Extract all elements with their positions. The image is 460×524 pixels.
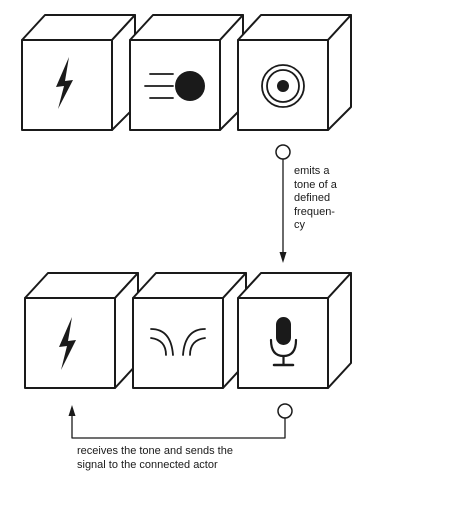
block-power-bottom: [24, 272, 139, 389]
annotation-line: frequen-: [294, 205, 335, 218]
connector-port-bottom: [277, 403, 293, 419]
block-emitter-top: [129, 14, 244, 131]
block-microphone-bottom: [237, 272, 352, 389]
signal-arrow-return: [68, 403, 293, 439]
lightning-bolt-icon: [59, 317, 76, 370]
connector-port-top: [275, 144, 291, 160]
annotation-line: emits a: [294, 165, 330, 177]
block-speaker-top: [237, 14, 352, 131]
sound-wave-icon: [150, 328, 206, 356]
microphone-icon: [269, 317, 298, 367]
annotation-line: signal to the connected actor: [77, 458, 218, 471]
block-receiver-bottom: [132, 272, 247, 389]
annotation-line: cy: [294, 219, 305, 231]
emitting-ball-icon: [144, 71, 205, 101]
annotation-line: tone of a: [294, 178, 337, 191]
lightning-bolt-icon: [56, 57, 73, 109]
emits-tone-annotation: emits a tone of a defined frequen- cy: [294, 165, 337, 233]
receives-tone-annotation: receives the tone and sends the signal t…: [77, 445, 233, 472]
annotation-line: receives the tone and sends the: [77, 445, 233, 457]
signal-arrow-down: [275, 144, 291, 263]
annotation-line: defined: [294, 192, 331, 204]
block-power-top: [21, 14, 136, 131]
speaker-target-icon: [261, 64, 305, 108]
